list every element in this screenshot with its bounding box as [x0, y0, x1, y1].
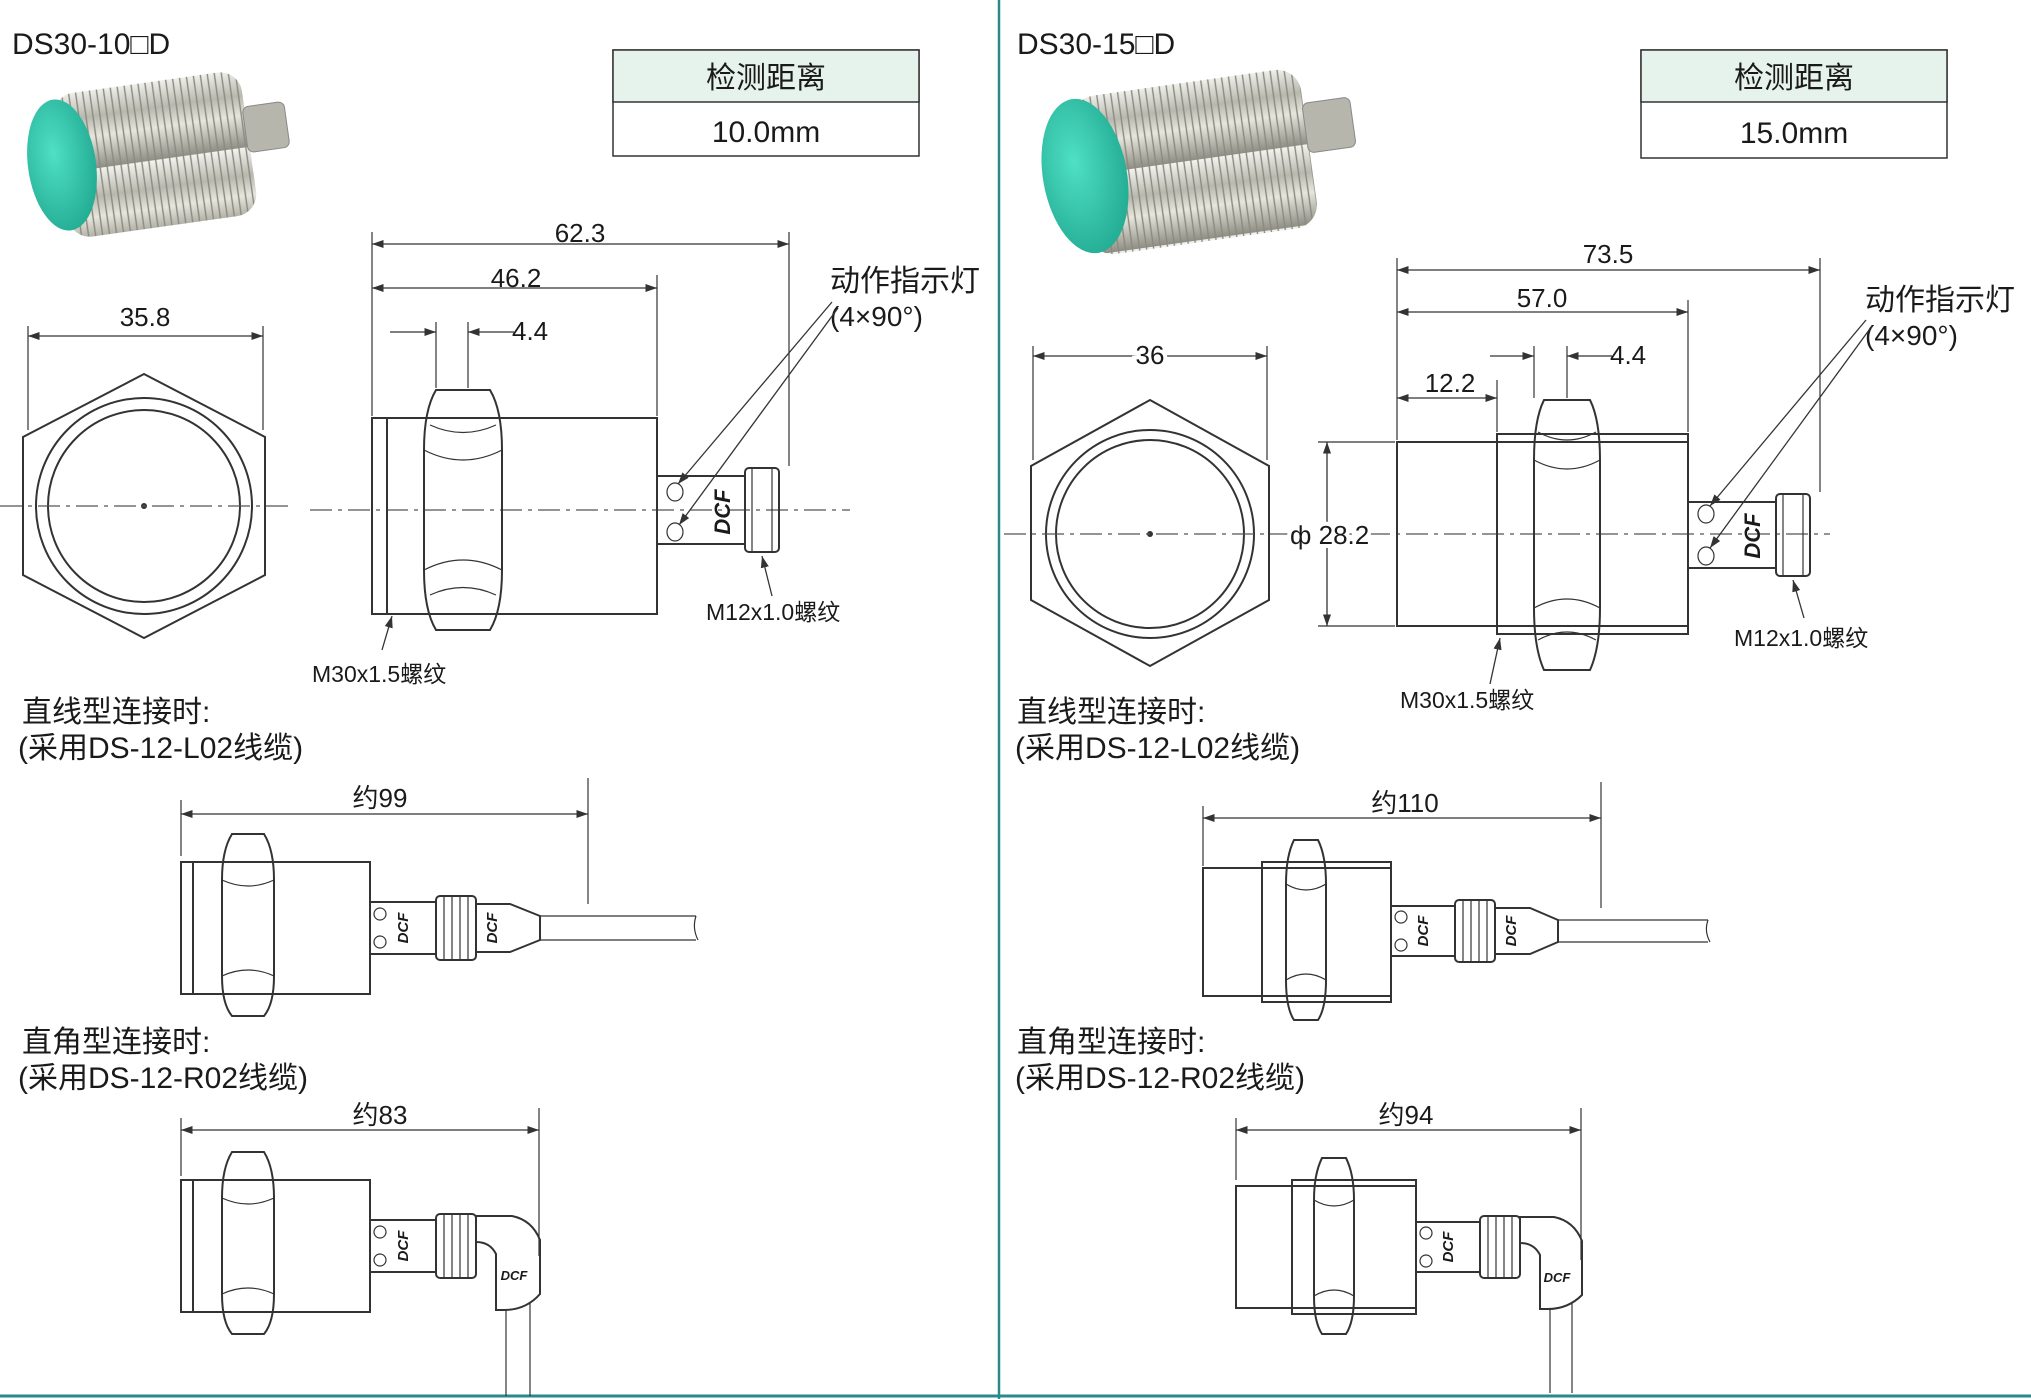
straight-connection: 直线型连接时: (采用DS-12-L02线缆) 约110 DCF DCF — [1015, 696, 1711, 1021]
brand-mark: DCF — [501, 1268, 529, 1283]
angle-title: 直角型连接时: — [22, 1026, 210, 1059]
brand-mark: DCF — [395, 1230, 412, 1262]
detection-distance-table: 检测距离 15.0mm — [1640, 49, 1948, 159]
brand-mark: DCF — [395, 912, 412, 944]
indicator-label: 动作指示灯 — [1865, 284, 2015, 317]
m30-thread-label: M30x1.5螺纹 — [1400, 687, 1534, 713]
straight-cable-label: (采用DS-12-L02线缆) — [1015, 732, 1300, 765]
overall-length-label: 62.3 — [555, 218, 606, 248]
straight-connection: 直线型连接时: (采用DS-12-L02线缆) 约99 DCF DCF — [18, 696, 699, 1017]
sensor-photo — [27, 72, 290, 237]
brand-mark: DCF — [1503, 915, 1520, 947]
brand-mark: DCF — [1415, 915, 1432, 947]
angle-title: 直角型连接时: — [1017, 1026, 1205, 1059]
straight-cable-label: (采用DS-12-L02线缆) — [18, 732, 303, 765]
m12-thread-label: M12x1.0螺纹 — [1734, 625, 1868, 651]
m30-thread-label: M30x1.5螺纹 — [312, 661, 446, 687]
body-length-label: 46.2 — [491, 263, 542, 293]
table-header: 检测距离 — [1734, 62, 1854, 95]
brand-mark: DCF — [710, 489, 735, 535]
straight-title: 直线型连接时: — [22, 696, 210, 729]
indicator-angle-label: (4×90°) — [830, 301, 923, 332]
side-view: DCF 62.3 46.2 4.4 动作指示灯 (4×90°) M12x1.0螺… — [310, 218, 980, 687]
brand-mark: DCF — [1440, 1231, 1457, 1263]
angle-length-label: 约83 — [353, 1100, 408, 1130]
right-angle-connection: 直角型连接时: (采用DS-12-R02线缆) 约94 DCF — [1015, 1026, 1583, 1393]
indicator-label: 动作指示灯 — [830, 265, 980, 298]
brand-mark: DCF — [1544, 1270, 1572, 1285]
diameter-label: ф 28.2 — [1290, 520, 1369, 550]
brand-mark: DCF — [484, 912, 501, 944]
side-view: DCF ф 28.2 73.5 57.0 12.2 4.4 动作指示灯 — [1286, 239, 2015, 713]
detection-distance-table: 检测距离 10.0mm — [612, 49, 920, 157]
nut-thickness-label: 4.4 — [1610, 340, 1646, 370]
table-header: 检测距离 — [706, 62, 826, 95]
detection-distance-value: 10.0mm — [712, 116, 820, 149]
left-panel: DS30-10□D 检测距离 10.0mm 35.8 — [0, 28, 980, 1396]
front-view: 36 — [1004, 336, 1300, 668]
straight-length-label: 约99 — [353, 783, 408, 813]
m12-thread-label: M12x1.0螺纹 — [706, 599, 840, 625]
overall-length-label: 73.5 — [1583, 239, 1634, 269]
angle-length-label: 约94 — [1379, 1100, 1434, 1130]
model-title: DS30-15□D — [1017, 28, 1175, 61]
model-title: DS30-10□D — [12, 28, 170, 61]
detection-distance-value: 15.0mm — [1740, 117, 1848, 150]
straight-length-label: 约110 — [1371, 788, 1438, 818]
straight-title: 直线型连接时: — [1017, 696, 1205, 729]
front-width-label: 36 — [1136, 340, 1165, 370]
angle-cable-label: (采用DS-12-R02线缆) — [18, 1062, 308, 1095]
angle-cable-label: (采用DS-12-R02线缆) — [1015, 1062, 1305, 1095]
nut-thickness-label: 4.4 — [512, 316, 548, 346]
body-length-label: 57.0 — [1517, 283, 1568, 313]
sensor-photo — [1041, 69, 1356, 255]
indicator-angle-label: (4×90°) — [1865, 320, 1958, 351]
right-angle-connection: 直角型连接时: (采用DS-12-R02线缆) 约83 DCF — [18, 1026, 541, 1396]
right-panel: DS30-15□D 检测距离 15.0mm 36 — [1004, 28, 2015, 1393]
front-view: 35.8 — [0, 302, 290, 640]
brand-mark: DCF — [1740, 513, 1765, 559]
front-width-label: 35.8 — [120, 302, 171, 332]
head-length-label: 12.2 — [1425, 368, 1476, 398]
